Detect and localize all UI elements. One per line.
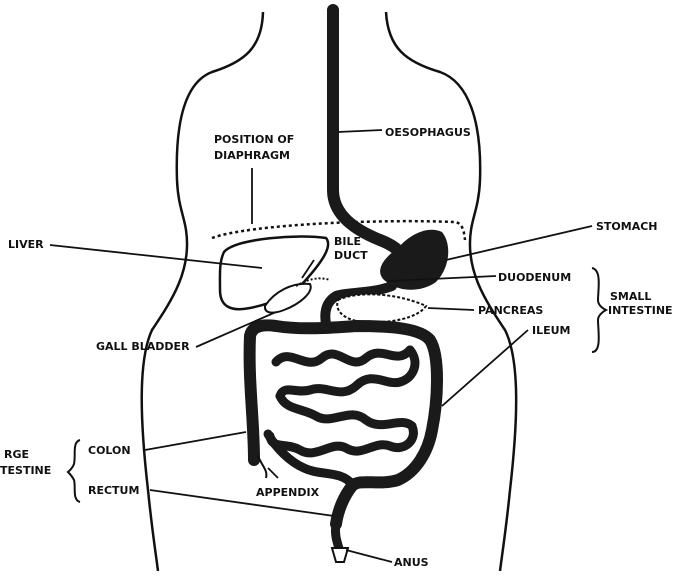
small-intestine-brace bbox=[592, 268, 606, 352]
small-intestine-shape bbox=[268, 350, 415, 484]
leader-oesophagus bbox=[338, 130, 382, 132]
label-small-intestine-line2: INTESTINE bbox=[608, 304, 673, 317]
label-liver: LIVER bbox=[8, 238, 44, 251]
label-stomach: STOMACH bbox=[596, 220, 658, 233]
label-ileum: ILEUM bbox=[532, 324, 571, 337]
large-intestine-brace bbox=[68, 440, 80, 502]
label-bile-duct-line1: BILE bbox=[334, 235, 361, 248]
pancreas-shape bbox=[337, 294, 426, 322]
leader-pancreas bbox=[428, 308, 474, 310]
anus-shape bbox=[332, 548, 348, 562]
label-colon: COLON bbox=[88, 444, 131, 457]
leader-colon bbox=[145, 432, 246, 450]
label-large-intestine-line2: TESTINE bbox=[0, 464, 51, 477]
label-rectum: RECTUM bbox=[88, 484, 139, 497]
label-anus: ANUS bbox=[394, 556, 429, 569]
label-oesophagus: OESOPHAGUS bbox=[385, 126, 471, 139]
label-appendix: APPENDIX bbox=[256, 486, 320, 499]
label-diaphragm-line2: DIAPHRAGM bbox=[214, 149, 290, 162]
appendix-shape bbox=[258, 456, 266, 478]
label-pancreas: PANCREAS bbox=[478, 304, 543, 317]
label-small-intestine-line1: SMALL bbox=[610, 290, 651, 303]
label-diaphragm-line1: POSITION OF bbox=[214, 133, 294, 146]
label-large-intestine-line1: RGE bbox=[4, 448, 29, 461]
leader-anus bbox=[346, 550, 392, 562]
label-duodenum: DUODENUM bbox=[498, 271, 571, 284]
label-bile-duct-line2: DUCT bbox=[334, 249, 368, 262]
leader-appendix bbox=[268, 468, 278, 478]
label-gall-bladder: GALL BLADDER bbox=[96, 340, 190, 353]
leader-stomach bbox=[446, 226, 592, 260]
